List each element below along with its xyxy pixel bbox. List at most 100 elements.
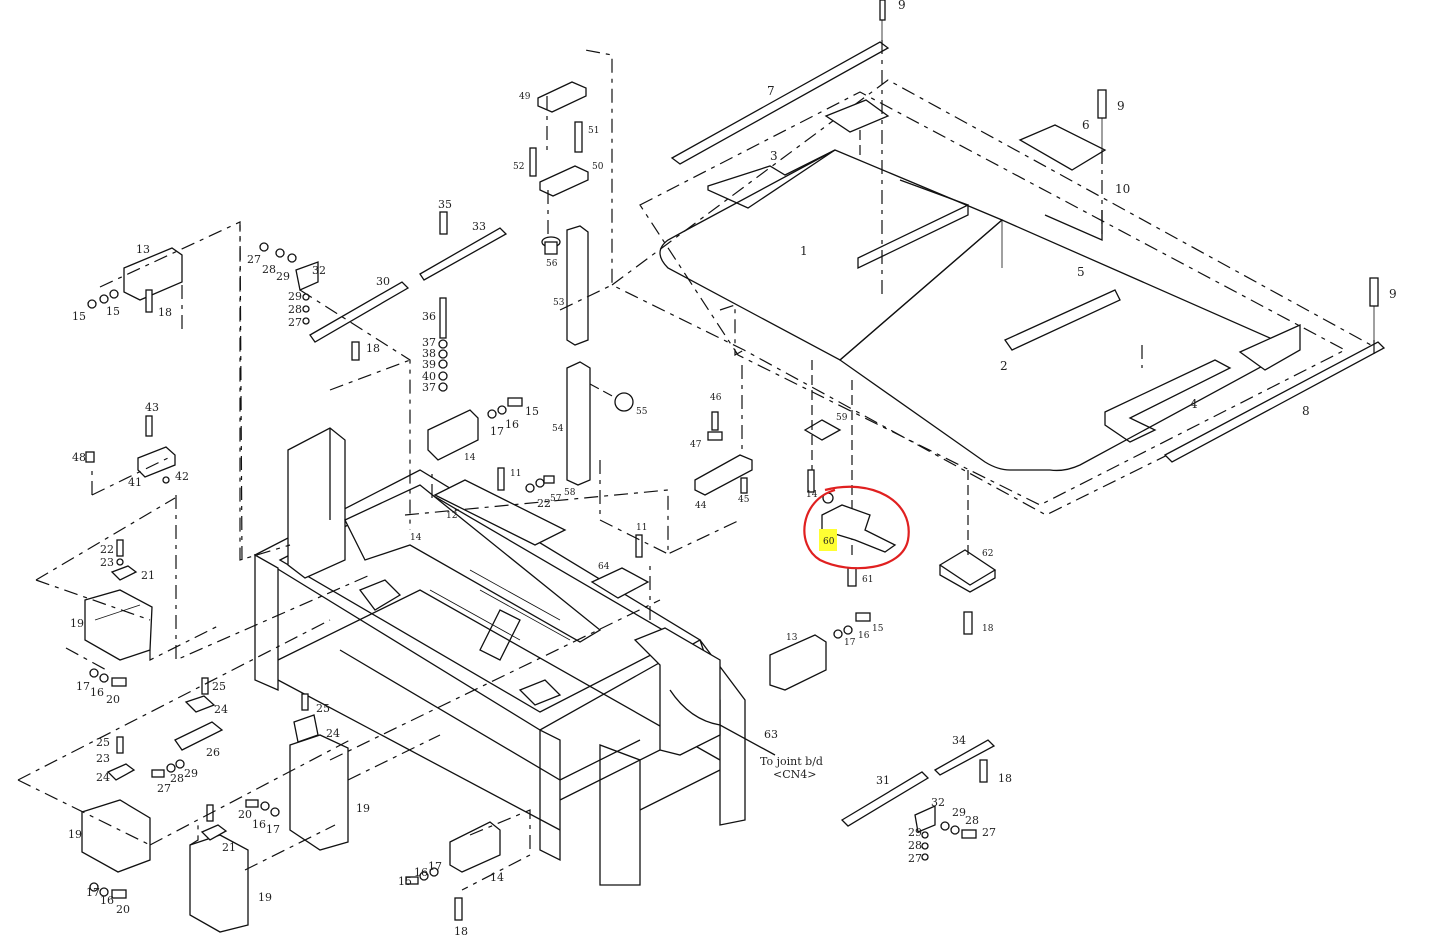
label-28a: 28: [262, 263, 276, 276]
label-27d: 27: [982, 826, 996, 839]
label-25c: 25: [316, 702, 330, 715]
label-30: 30: [376, 275, 390, 288]
label-60: 60: [823, 537, 835, 547]
part-60-highlight: [819, 529, 837, 551]
cable-note-1: To joint b/d: [760, 755, 823, 768]
label-19a: 19: [70, 617, 84, 630]
label-28e: 28: [908, 839, 922, 852]
label-18d: 18: [454, 925, 468, 938]
label-62: 62: [982, 549, 993, 559]
screw-9-top: [879, 0, 886, 40]
label-57: 57: [550, 494, 562, 504]
label-6: 6: [1082, 118, 1090, 132]
label-19d: 19: [258, 891, 272, 904]
label-45: 45: [738, 495, 750, 505]
lower-right-parts: [769, 612, 996, 861]
label-5: 5: [1077, 265, 1085, 279]
label-55: 55: [636, 407, 648, 417]
label-54: 54: [552, 424, 564, 434]
label-16f: 16: [858, 631, 870, 641]
label-19b: 19: [356, 802, 370, 815]
label-18a: 18: [158, 306, 172, 319]
label-13a: 13: [136, 243, 150, 256]
label-29b: 29: [288, 290, 302, 303]
label-11a: 11: [510, 469, 521, 479]
table-top-assembly: [610, 0, 1386, 516]
label-14a: 14: [464, 453, 476, 463]
label-24b: 24: [96, 771, 110, 784]
label-22b: 22: [100, 543, 114, 556]
label-15d: 15: [398, 875, 412, 888]
label-14c: 14: [410, 533, 422, 543]
leader-lines: [17, 40, 1375, 891]
label-56: 56: [546, 259, 558, 269]
left-parts: [85, 81, 753, 599]
part-62-block: [938, 470, 997, 635]
label-24c: 24: [326, 727, 340, 740]
label-23a: 23: [100, 556, 114, 569]
screw-9-right: [1369, 277, 1379, 340]
label-49: 49: [519, 92, 531, 102]
label-14b: 14: [490, 871, 504, 884]
label-29e: 29: [908, 826, 922, 839]
label-3: 3: [770, 149, 778, 163]
label-64: 64: [598, 562, 610, 572]
label-41: 41: [128, 476, 142, 489]
label-17b: 17: [76, 680, 90, 693]
label-18b: 18: [366, 342, 380, 355]
label-26: 26: [206, 746, 220, 759]
label-21a: 21: [141, 569, 155, 582]
label-29d: 29: [952, 806, 966, 819]
label-38: 38: [422, 347, 436, 360]
label-35: 35: [438, 198, 452, 211]
label-16a: 16: [505, 418, 519, 431]
label-46: 46: [710, 393, 722, 403]
latch-assembly: [803, 360, 910, 587]
label-36: 36: [422, 310, 436, 323]
label-58: 58: [564, 488, 576, 498]
label-37a: 37: [422, 336, 436, 349]
label-27e: 27: [908, 852, 922, 865]
label-18c: 18: [982, 624, 994, 634]
label-22a: 22: [537, 497, 551, 510]
label-17f: 17: [844, 638, 856, 648]
label-29a: 29: [276, 270, 290, 283]
label-17c: 17: [266, 823, 280, 836]
label-47: 47: [690, 440, 702, 450]
label-17e: 17: [428, 860, 442, 873]
label-34: 34: [952, 734, 966, 747]
label-4: 4: [1190, 397, 1198, 411]
label-53: 53: [553, 298, 565, 308]
screw-9-mid: [1097, 89, 1107, 150]
lower-left-parts: [81, 539, 501, 933]
label-12: 12: [446, 511, 457, 521]
label-29c: 29: [184, 767, 198, 780]
label-27c: 27: [157, 782, 171, 795]
frame-stand: [253, 427, 776, 886]
label-25b: 25: [96, 736, 110, 749]
label-42: 42: [175, 470, 189, 483]
label-16c: 16: [252, 818, 266, 831]
label-27a: 27: [247, 253, 261, 266]
label-16b: 16: [90, 686, 104, 699]
label-20c: 20: [116, 903, 130, 916]
label-59: 59: [836, 413, 848, 423]
label-43: 43: [145, 401, 159, 414]
label-48: 48: [72, 451, 86, 464]
label-19c: 19: [68, 828, 82, 841]
label-52: 52: [513, 162, 524, 172]
label-10: 10: [1115, 182, 1130, 196]
red-circle-annotation: [803, 485, 910, 570]
label-61: 61: [862, 575, 873, 585]
label-7: 7: [767, 84, 775, 98]
label-17a: 17: [490, 425, 504, 438]
label-1: 1: [800, 244, 808, 258]
label-27b: 27: [288, 316, 302, 329]
label-20a: 20: [106, 693, 120, 706]
label-28c: 28: [170, 772, 184, 785]
label-44: 44: [695, 501, 707, 511]
label-15c: 15: [525, 405, 539, 418]
label-13b: 13: [786, 633, 798, 643]
cable-note-2: <CN4>: [773, 768, 816, 781]
